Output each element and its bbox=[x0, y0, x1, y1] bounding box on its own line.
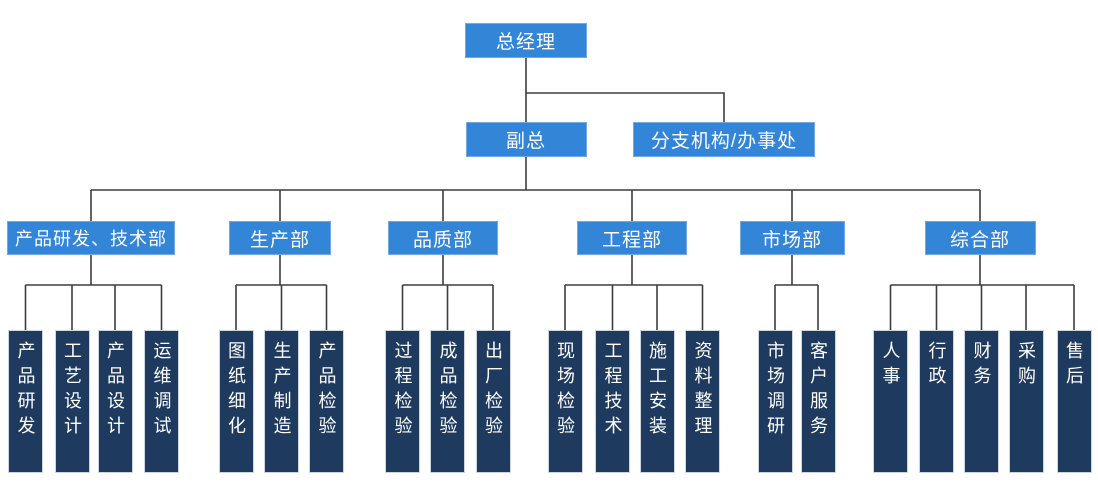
sub-label: 过程检验 bbox=[392, 341, 413, 441]
node-dept-product-rd-tech: 产品研发、技术部 bbox=[7, 221, 175, 255]
node-sub-product-rd-tech-0: 产品研发 bbox=[8, 330, 43, 473]
sub-label: 产品设计 bbox=[105, 341, 125, 441]
node-dept-general-affairs: 综合部 bbox=[924, 221, 1036, 255]
node-sub-general-affairs-4: 售后 bbox=[1056, 330, 1092, 473]
node-general-manager: 总经理 bbox=[465, 23, 587, 58]
node-sub-engineering-3: 资料整理 bbox=[685, 330, 720, 473]
sub-label: 财务 bbox=[971, 341, 992, 391]
sub-label: 成品检验 bbox=[437, 341, 458, 441]
node-sub-production-2: 产品检验 bbox=[309, 330, 344, 473]
sub-label: 市场调研 bbox=[765, 341, 785, 441]
node-deputy-general-manager: 副总 bbox=[465, 122, 587, 157]
sub-label: 工艺设计 bbox=[62, 341, 82, 441]
node-dept-production: 生产部 bbox=[229, 221, 331, 255]
node-sub-general-affairs-1: 行政 bbox=[919, 330, 954, 473]
sub-label: 现场检验 bbox=[555, 341, 575, 441]
node-sub-engineering-0: 现场检验 bbox=[547, 330, 583, 473]
node-sub-marketing-1: 客户服务 bbox=[800, 330, 836, 473]
node-sub-product-rd-tech-3: 运维调试 bbox=[144, 330, 179, 473]
node-sub-product-rd-tech-2: 产品设计 bbox=[97, 330, 133, 473]
node-dept-quality: 品质部 bbox=[388, 221, 498, 255]
sub-label: 行政 bbox=[926, 341, 947, 391]
node-sub-quality-0: 过程检验 bbox=[385, 330, 420, 473]
node-sub-engineering-2: 施工安装 bbox=[639, 330, 675, 473]
node-branch-offices: 分支机构/办事处 bbox=[633, 122, 815, 157]
node-sub-general-affairs-0: 人事 bbox=[873, 330, 908, 473]
sub-label: 生产制造 bbox=[271, 341, 292, 441]
node-sub-general-affairs-2: 财务 bbox=[964, 330, 999, 473]
sub-label: 施工安装 bbox=[647, 341, 667, 441]
sub-label: 客户服务 bbox=[808, 341, 828, 441]
sub-label: 人事 bbox=[880, 341, 901, 391]
sub-label: 产品检验 bbox=[316, 341, 337, 441]
sub-label: 工程技术 bbox=[602, 341, 623, 441]
node-sub-engineering-1: 工程技术 bbox=[595, 330, 630, 473]
node-sub-general-affairs-3: 采购 bbox=[1008, 330, 1044, 473]
node-sub-marketing-0: 市场调研 bbox=[757, 330, 793, 473]
node-sub-production-0: 图纸细化 bbox=[218, 330, 254, 473]
node-dept-marketing: 市场部 bbox=[739, 221, 845, 255]
node-sub-production-1: 生产制造 bbox=[264, 330, 299, 473]
node-sub-quality-1: 成品检验 bbox=[430, 330, 465, 473]
sub-label: 售后 bbox=[1064, 341, 1084, 391]
sub-label: 出厂检验 bbox=[483, 341, 503, 441]
node-sub-product-rd-tech-1: 工艺设计 bbox=[54, 330, 90, 473]
node-sub-quality-2: 出厂检验 bbox=[475, 330, 511, 473]
sub-label: 采购 bbox=[1016, 341, 1036, 391]
sub-label: 运维调试 bbox=[151, 341, 172, 441]
sub-label: 资料整理 bbox=[692, 341, 713, 441]
node-dept-engineering: 工程部 bbox=[577, 221, 687, 255]
sub-label: 图纸细化 bbox=[226, 341, 246, 441]
sub-label: 产品研发 bbox=[15, 341, 36, 441]
